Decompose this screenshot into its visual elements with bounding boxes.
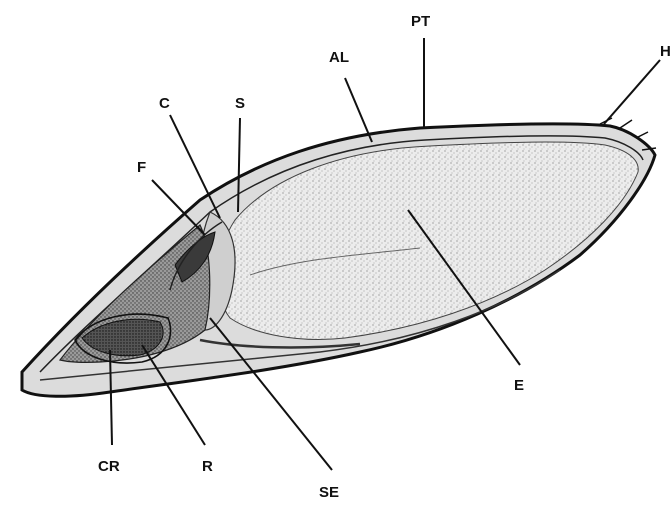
label-S: S: [235, 95, 245, 112]
label-E: E: [514, 377, 524, 394]
label-C: C: [159, 95, 170, 112]
label-SE: SE: [319, 484, 339, 501]
label-H: H: [660, 43, 671, 60]
label-R: R: [202, 458, 213, 475]
leader-H: [604, 60, 660, 124]
label-CR: CR: [98, 458, 120, 475]
leader-AL: [345, 78, 372, 142]
label-F: F: [137, 159, 146, 176]
label-PT: PT: [411, 13, 430, 30]
label-AL: AL: [329, 49, 349, 66]
